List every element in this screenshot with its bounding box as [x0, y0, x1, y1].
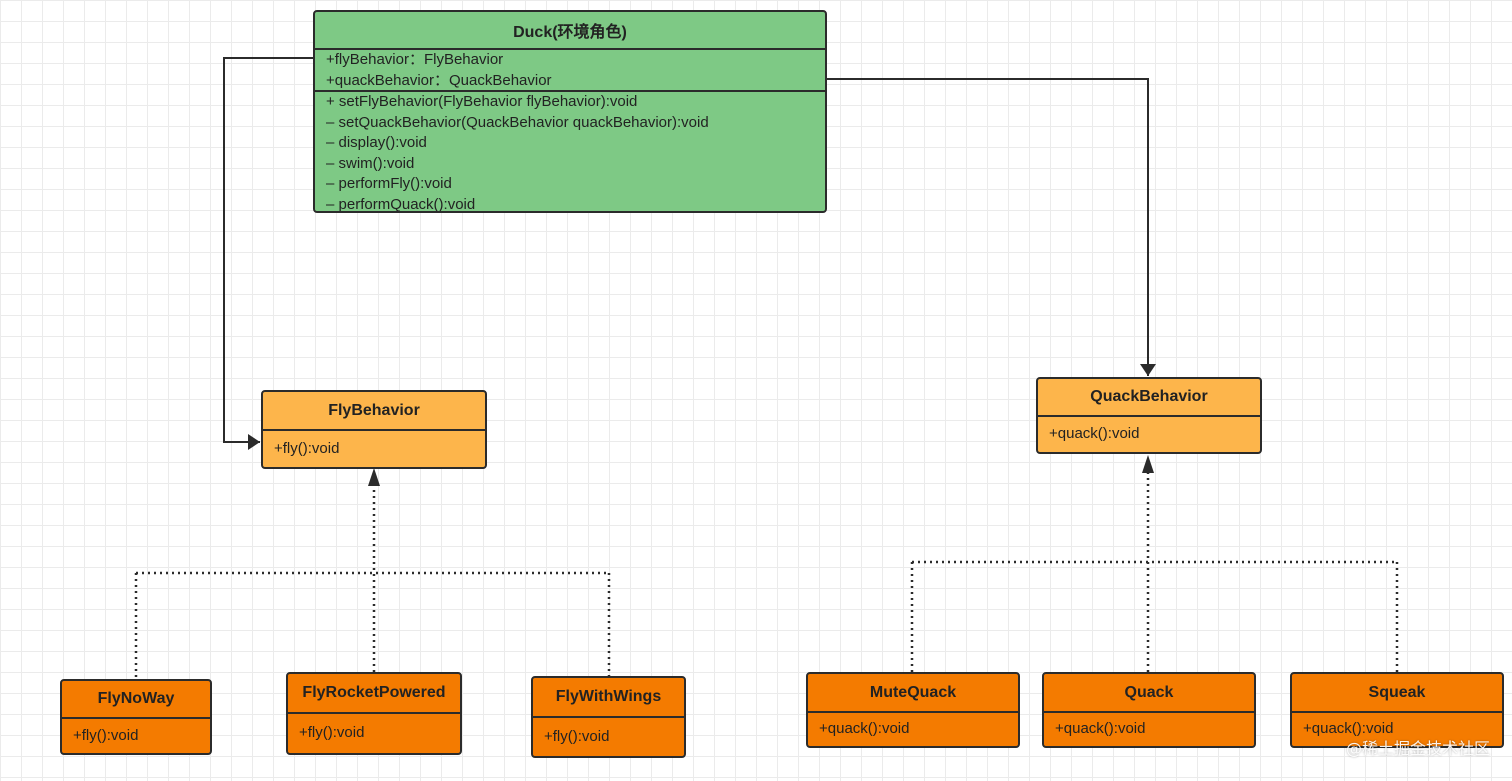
flybehavior-realization-arrowhead: [368, 468, 380, 486]
squeak-title: Squeak: [1368, 683, 1426, 701]
quack-title: Quack: [1124, 683, 1174, 701]
flybehavior-methods: +fly():void: [263, 429, 485, 467]
duck-method: – display():void: [326, 134, 427, 151]
flybehavior-method: +fly():void: [274, 439, 340, 457]
flyrocketpowered-method: +fly():void: [299, 724, 365, 742]
quackbehavior-method: +quack():void: [1049, 425, 1140, 443]
mutequack-class-box[interactable]: MuteQuack +quack():void: [806, 672, 1020, 748]
flywithwings-methods: +fly():void: [533, 716, 684, 756]
flywithwings-method: +fly():void: [544, 727, 610, 745]
flynoway-methods: +fly():void: [62, 717, 210, 753]
duck-method: – swim():void: [326, 154, 415, 172]
flybehavior-title: FlyBehavior: [328, 401, 420, 419]
duck-methods: + setFlyBehavior(FlyBehavior flyBehavior…: [315, 90, 825, 213]
quackbehavior-realization-arrowhead: [1142, 455, 1154, 473]
squeak-method: +quack():void: [1303, 720, 1394, 738]
duck-to-flybehavior-association: [223, 57, 314, 450]
mutequack-method: +quack():void: [819, 720, 910, 738]
duck-method: – setQuackBehavior(QuackBehavior quackBe…: [326, 113, 709, 131]
flyrocketpowered-methods: +fly():void: [288, 712, 460, 753]
duck-method: – performQuack():void: [326, 195, 476, 213]
flyrocketpowered-class-box[interactable]: FlyRocketPowered +fly():void: [286, 672, 462, 755]
duck-attribute: +quackBehavior：QuackBehavior: [326, 71, 552, 89]
duck-method: – performFly():void: [326, 175, 452, 192]
mutequack-title: MuteQuack: [869, 683, 957, 701]
duck-attributes: +flyBehavior：FlyBehavior +quackBehavior：…: [315, 48, 825, 90]
quack-method: +quack():void: [1055, 720, 1146, 738]
duck-attribute: +flyBehavior：FlyBehavior: [326, 51, 504, 68]
quack-class-box[interactable]: Quack +quack():void: [1042, 672, 1256, 748]
flynoway-title: FlyNoWay: [97, 690, 175, 707]
fly-realization-lines: [134, 486, 611, 679]
duck-class-title: Duck(环境角色): [513, 24, 627, 41]
quack-methods: +quack():void: [1044, 711, 1254, 746]
duck-method: + setFlyBehavior(FlyBehavior flyBehavior…: [326, 93, 638, 110]
mutequack-methods: +quack():void: [808, 711, 1018, 746]
watermark-text: @稀土掘金技术社区: [1345, 739, 1490, 758]
duck-class-box[interactable]: Duck(环境角色) +flyBehavior：FlyBehavior +qua…: [313, 10, 827, 213]
flybehavior-interface-box[interactable]: FlyBehavior +fly():void: [261, 390, 487, 469]
squeak-methods: +quack():void: [1292, 711, 1502, 746]
squeak-class-box[interactable]: Squeak +quack():void: [1290, 672, 1504, 748]
flynoway-class-box[interactable]: FlyNoWay +fly():void: [60, 679, 212, 755]
flyrocketpowered-title: FlyRocketPowered: [302, 684, 446, 701]
quackbehavior-interface-box[interactable]: QuackBehavior +quack():void: [1036, 377, 1262, 454]
flywithwings-title: FlyWithWings: [555, 688, 662, 705]
duck-to-quackbehavior-association: [827, 78, 1156, 376]
quackbehavior-methods: +quack():void: [1038, 415, 1260, 452]
quack-realization-lines: [910, 473, 1399, 672]
flywithwings-class-box[interactable]: FlyWithWings +fly():void: [531, 676, 686, 758]
flynoway-method: +fly():void: [73, 726, 139, 744]
quackbehavior-title: QuackBehavior: [1090, 388, 1208, 405]
